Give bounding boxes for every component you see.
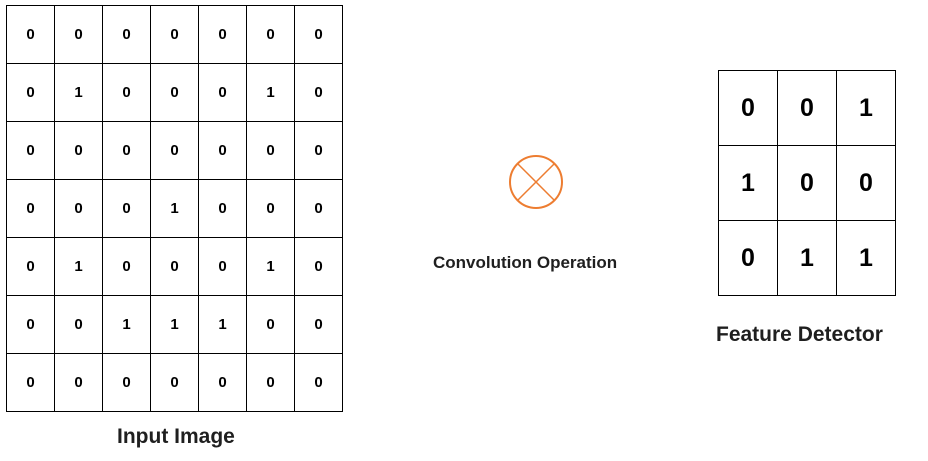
input-image-cell: 0 <box>294 237 343 296</box>
input-image-cell: 0 <box>6 353 55 412</box>
operator-circle <box>509 155 563 209</box>
input-image-cell: 0 <box>198 353 247 412</box>
input-image-cell: 0 <box>294 121 343 180</box>
input-image-cell: 1 <box>198 295 247 354</box>
convolution-operation-label: Convolution Operation <box>433 253 618 272</box>
input-image-cell: 0 <box>294 63 343 122</box>
input-image-cell: 0 <box>6 295 55 354</box>
feature-detector-cell: 1 <box>777 220 837 296</box>
input-image-cell: 0 <box>150 121 199 180</box>
input-image-cell: 0 <box>294 295 343 354</box>
input-image-cell: 0 <box>102 179 151 238</box>
input-image-cell: 0 <box>102 63 151 122</box>
input-image-cell: 0 <box>150 63 199 122</box>
input-image-cell: 0 <box>150 5 199 64</box>
input-image-cell: 0 <box>6 5 55 64</box>
input-image-cell: 0 <box>6 121 55 180</box>
input-image-cell: 0 <box>54 295 103 354</box>
input-image-cell: 0 <box>198 179 247 238</box>
feature-detector-cell: 1 <box>718 145 778 221</box>
operator-cross-line-2 <box>517 163 555 201</box>
feature-detector-cell: 1 <box>836 70 896 146</box>
input-image-cell: 1 <box>246 63 295 122</box>
input-image-cell: 0 <box>102 121 151 180</box>
input-image-cell: 1 <box>102 295 151 354</box>
feature-detector-cell: 0 <box>718 220 778 296</box>
feature-detector-cell: 0 <box>836 145 896 221</box>
input-image-cell: 0 <box>102 237 151 296</box>
input-image-cell: 0 <box>54 121 103 180</box>
feature-detector-cell: 0 <box>777 145 837 221</box>
input-image-cell: 0 <box>246 5 295 64</box>
input-image-cell: 0 <box>198 237 247 296</box>
input-image-cell: 0 <box>198 63 247 122</box>
input-image-cell: 1 <box>54 237 103 296</box>
input-image-cell: 0 <box>246 179 295 238</box>
input-image-cell: 0 <box>6 237 55 296</box>
input-image-cell: 1 <box>150 295 199 354</box>
input-image-cell: 0 <box>6 179 55 238</box>
input-image-cell: 0 <box>294 5 343 64</box>
input-image-cell: 0 <box>150 353 199 412</box>
feature-detector-cell: 0 <box>777 70 837 146</box>
input-image-cell: 0 <box>54 5 103 64</box>
input-image-cell: 0 <box>150 237 199 296</box>
input-image-cell: 0 <box>54 353 103 412</box>
input-image-cell: 0 <box>294 179 343 238</box>
input-image-cell: 0 <box>246 121 295 180</box>
input-image-cell: 0 <box>246 353 295 412</box>
circled-times-icon <box>509 155 563 209</box>
input-image-cell: 0 <box>102 353 151 412</box>
input-image-cell: 0 <box>294 353 343 412</box>
input-image-cell: 1 <box>54 63 103 122</box>
input-image-cell: 1 <box>150 179 199 238</box>
input-image-cell: 0 <box>198 121 247 180</box>
input-image-cell: 1 <box>246 237 295 296</box>
input-image-cell: 0 <box>198 5 247 64</box>
feature-detector-cell: 1 <box>836 220 896 296</box>
feature-detector-cell: 0 <box>718 70 778 146</box>
input-image-cell: 0 <box>6 63 55 122</box>
input-image-cell: 0 <box>102 5 151 64</box>
input-image-caption: Input Image <box>117 425 235 448</box>
input-image-cell: 0 <box>246 295 295 354</box>
input-image-cell: 0 <box>54 179 103 238</box>
feature-detector-caption: Feature Detector <box>716 323 883 346</box>
